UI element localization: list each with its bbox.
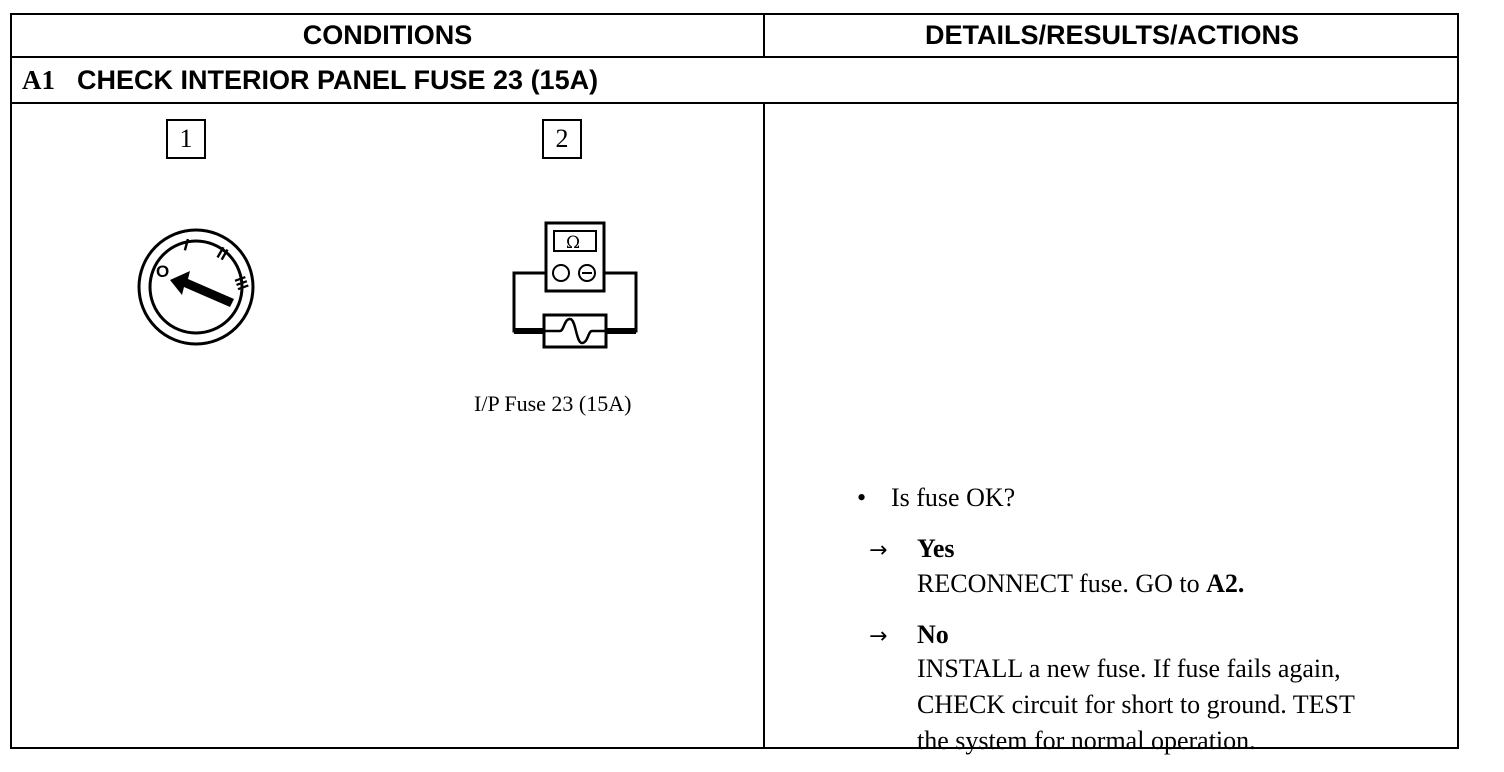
details-header: DETAILS/RESULTS/ACTIONS [924,20,1299,50]
step-number-1: 1 [166,119,206,159]
step-row: A1 CHECK INTERIOR PANEL FUSE 23 (15A) [12,58,1457,104]
no-action-line-3: the system for normal operation. [917,726,1256,755]
yes-action-target: A2. [1206,569,1245,598]
details-cell: • Is fuse OK? → Yes RECONNECT fuse. GO t… [765,104,1457,755]
ignition-switch-icon: O I II III [137,228,255,346]
yes-action-text: RECONNECT fuse. GO to [917,569,1207,598]
no-action-line-2: CHECK circuit for short to ground. TEST [917,690,1355,719]
no-action-line-1: INSTALL a new fuse. If fuse fails again, [917,654,1341,683]
question-bullet: • [857,483,867,512]
ohm-symbol: Ω [566,233,580,253]
yes-arrow-icon: → [869,538,888,563]
fuse-icon [542,313,608,349]
step-title: CHECK INTERIOR PANEL FUSE 23 (15A) [77,64,599,95]
step-number-2: 2 [542,119,582,159]
column-divider [763,15,765,58]
no-label: No [917,620,949,649]
ignition-label-off: O [156,262,169,281]
ignition-label-1: I [182,235,191,255]
ohmmeter-icon: Ω [512,221,638,349]
question-text: Is fuse OK? [891,483,1016,512]
fuse-caption: I/P Fuse 23 (15A) [474,391,632,416]
step-id: A1 [22,64,55,95]
conditions-header: CONDITIONS [302,20,473,50]
yes-action: RECONNECT fuse. GO to A2. [917,569,1244,599]
header-row: CONDITIONS DETAILS/RESULTS/ACTIONS [12,15,1457,58]
no-arrow-icon: → [869,624,888,649]
ignition-label-3: III [230,274,251,292]
column-divider-body [763,104,765,747]
diagnostic-table: CONDITIONS DETAILS/RESULTS/ACTIONS A1 CH… [10,13,1459,755]
ignition-key-pointer [170,271,234,307]
yes-label: Yes [917,534,955,563]
